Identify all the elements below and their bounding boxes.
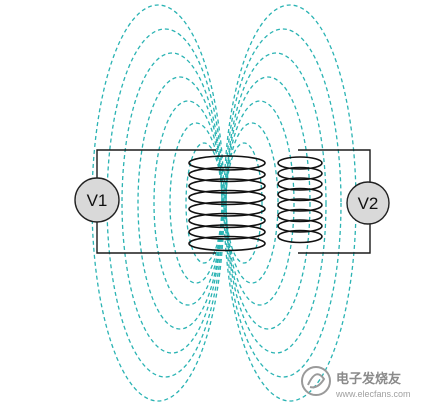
voltmeter-v2: V2: [346, 181, 390, 225]
secondary-coil: [277, 156, 323, 244]
field-line: [91, 4, 225, 402]
primary-coil: [188, 155, 266, 252]
magnetic-field-lines: [91, 4, 357, 402]
coil-turn: [188, 155, 266, 171]
field-line: [225, 100, 295, 306]
watermark-brand: 电子发烧友: [336, 371, 401, 386]
coil-turn: [188, 178, 266, 194]
coil-turn: [188, 166, 266, 183]
voltmeter-v1: V1: [74, 177, 120, 223]
coil-turn: [277, 166, 323, 181]
field-line: [185, 142, 223, 264]
coil-turn: [277, 177, 323, 191]
coil-turn: [277, 219, 323, 233]
right-circuit-wire: [298, 149, 371, 254]
coil-turn: [188, 235, 266, 252]
field-line: [225, 122, 279, 284]
coil-turn: [277, 187, 323, 202]
field-line: [224, 28, 342, 378]
coil-turn: [188, 189, 266, 206]
left-circuit-wire: [96, 149, 216, 254]
coil-turn: [277, 198, 323, 212]
voltmeter-v1-circle: [74, 177, 120, 223]
elecfans-watermark: 电子发烧友 www.elecfans.com: [301, 366, 411, 399]
field-line: [225, 52, 327, 354]
elecfans-logo-icon: [301, 366, 331, 396]
left-circuit: [96, 149, 216, 254]
voltmeter-v2-circle: [346, 181, 390, 225]
coil-turn: [188, 224, 266, 240]
coil-turn: [188, 212, 266, 229]
coil-turn: [277, 156, 323, 170]
coil-turn: [277, 208, 323, 223]
voltmeter-v2-label: V2: [358, 194, 379, 213]
coil-turn: [277, 229, 323, 244]
coil-turn: [188, 201, 266, 217]
watermark-url: www.elecfans.com: [335, 389, 411, 399]
right-circuit: [298, 149, 371, 254]
field-line: [225, 142, 263, 264]
voltmeter-v1-label: V1: [87, 191, 108, 210]
